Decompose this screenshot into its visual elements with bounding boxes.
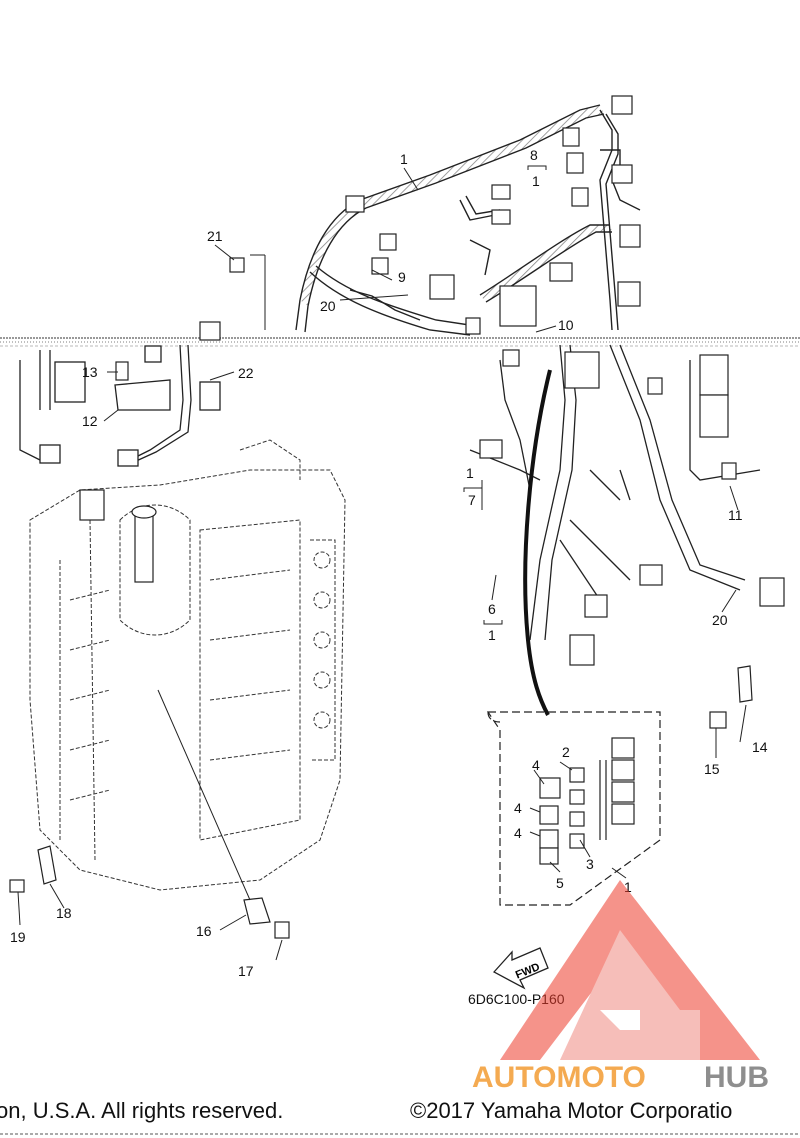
callout-9: 9: [398, 269, 406, 285]
watermark-text: AUTOMOTO HUB: [472, 1061, 769, 1094]
callout-4a: 4: [532, 757, 540, 773]
callout-20b: 20: [712, 612, 728, 628]
callout-21: 21: [207, 228, 223, 244]
callout-22: 22: [238, 365, 254, 381]
callout-12: 12: [82, 413, 98, 429]
callout-1b: 1: [532, 173, 540, 189]
callout-4b: 4: [514, 800, 522, 816]
callout-20a: 20: [320, 298, 336, 314]
callout-15: 15: [704, 761, 720, 777]
engine-block: [29, 439, 346, 891]
callout-numbers: 1 8 1 21 9 20 10 13 22 12 1 7 11 6 1 20 …: [10, 147, 768, 979]
callout-17: 17: [238, 963, 254, 979]
sub-harness-left: [19, 344, 221, 467]
callout-1d: 1: [488, 627, 496, 643]
watermark-brand-orange: AUTOMOTO: [472, 1061, 646, 1094]
watermark-logo: [500, 880, 760, 1060]
callout-3: 3: [586, 856, 594, 872]
bracket-marks: [463, 165, 547, 625]
callout-10: 10: [558, 317, 574, 333]
relays: [539, 737, 635, 865]
callout-1: 1: [400, 151, 408, 167]
callout-4c: 4: [514, 825, 522, 841]
callout-14: 14: [752, 739, 768, 755]
relay-detail-box: [486, 711, 661, 906]
copyright-right: ©2017 Yamaha Motor Corporatio: [410, 1098, 733, 1123]
callout-11: 11: [728, 507, 743, 523]
copyright-left: on, U.S.A. All rights reserved.: [0, 1098, 284, 1123]
callout-6: 6: [488, 601, 496, 617]
callout-16: 16: [196, 923, 212, 939]
callout-2: 2: [562, 744, 570, 760]
detail-leader: [523, 369, 552, 716]
connector-blocks-upper: [199, 95, 641, 341]
watermark-brand-gray: HUB: [704, 1061, 769, 1094]
page-seam: [0, 337, 800, 347]
callout-13: 13: [82, 364, 98, 380]
callout-8: 8: [530, 147, 538, 163]
callout-18: 18: [56, 905, 72, 921]
callout-1e: 1: [624, 879, 632, 895]
callout-1c: 1: [466, 465, 474, 481]
callout-5: 5: [556, 875, 564, 891]
connector-blocks-right: [479, 349, 785, 666]
callout-19: 19: [10, 929, 26, 945]
bracket-hardware: [9, 257, 753, 939]
fwd-arrow-icon: FWD: [492, 947, 549, 990]
callout-leaders: [17, 165, 747, 961]
engine-flywheel-post: [79, 489, 157, 583]
callout-7: 7: [468, 492, 476, 508]
